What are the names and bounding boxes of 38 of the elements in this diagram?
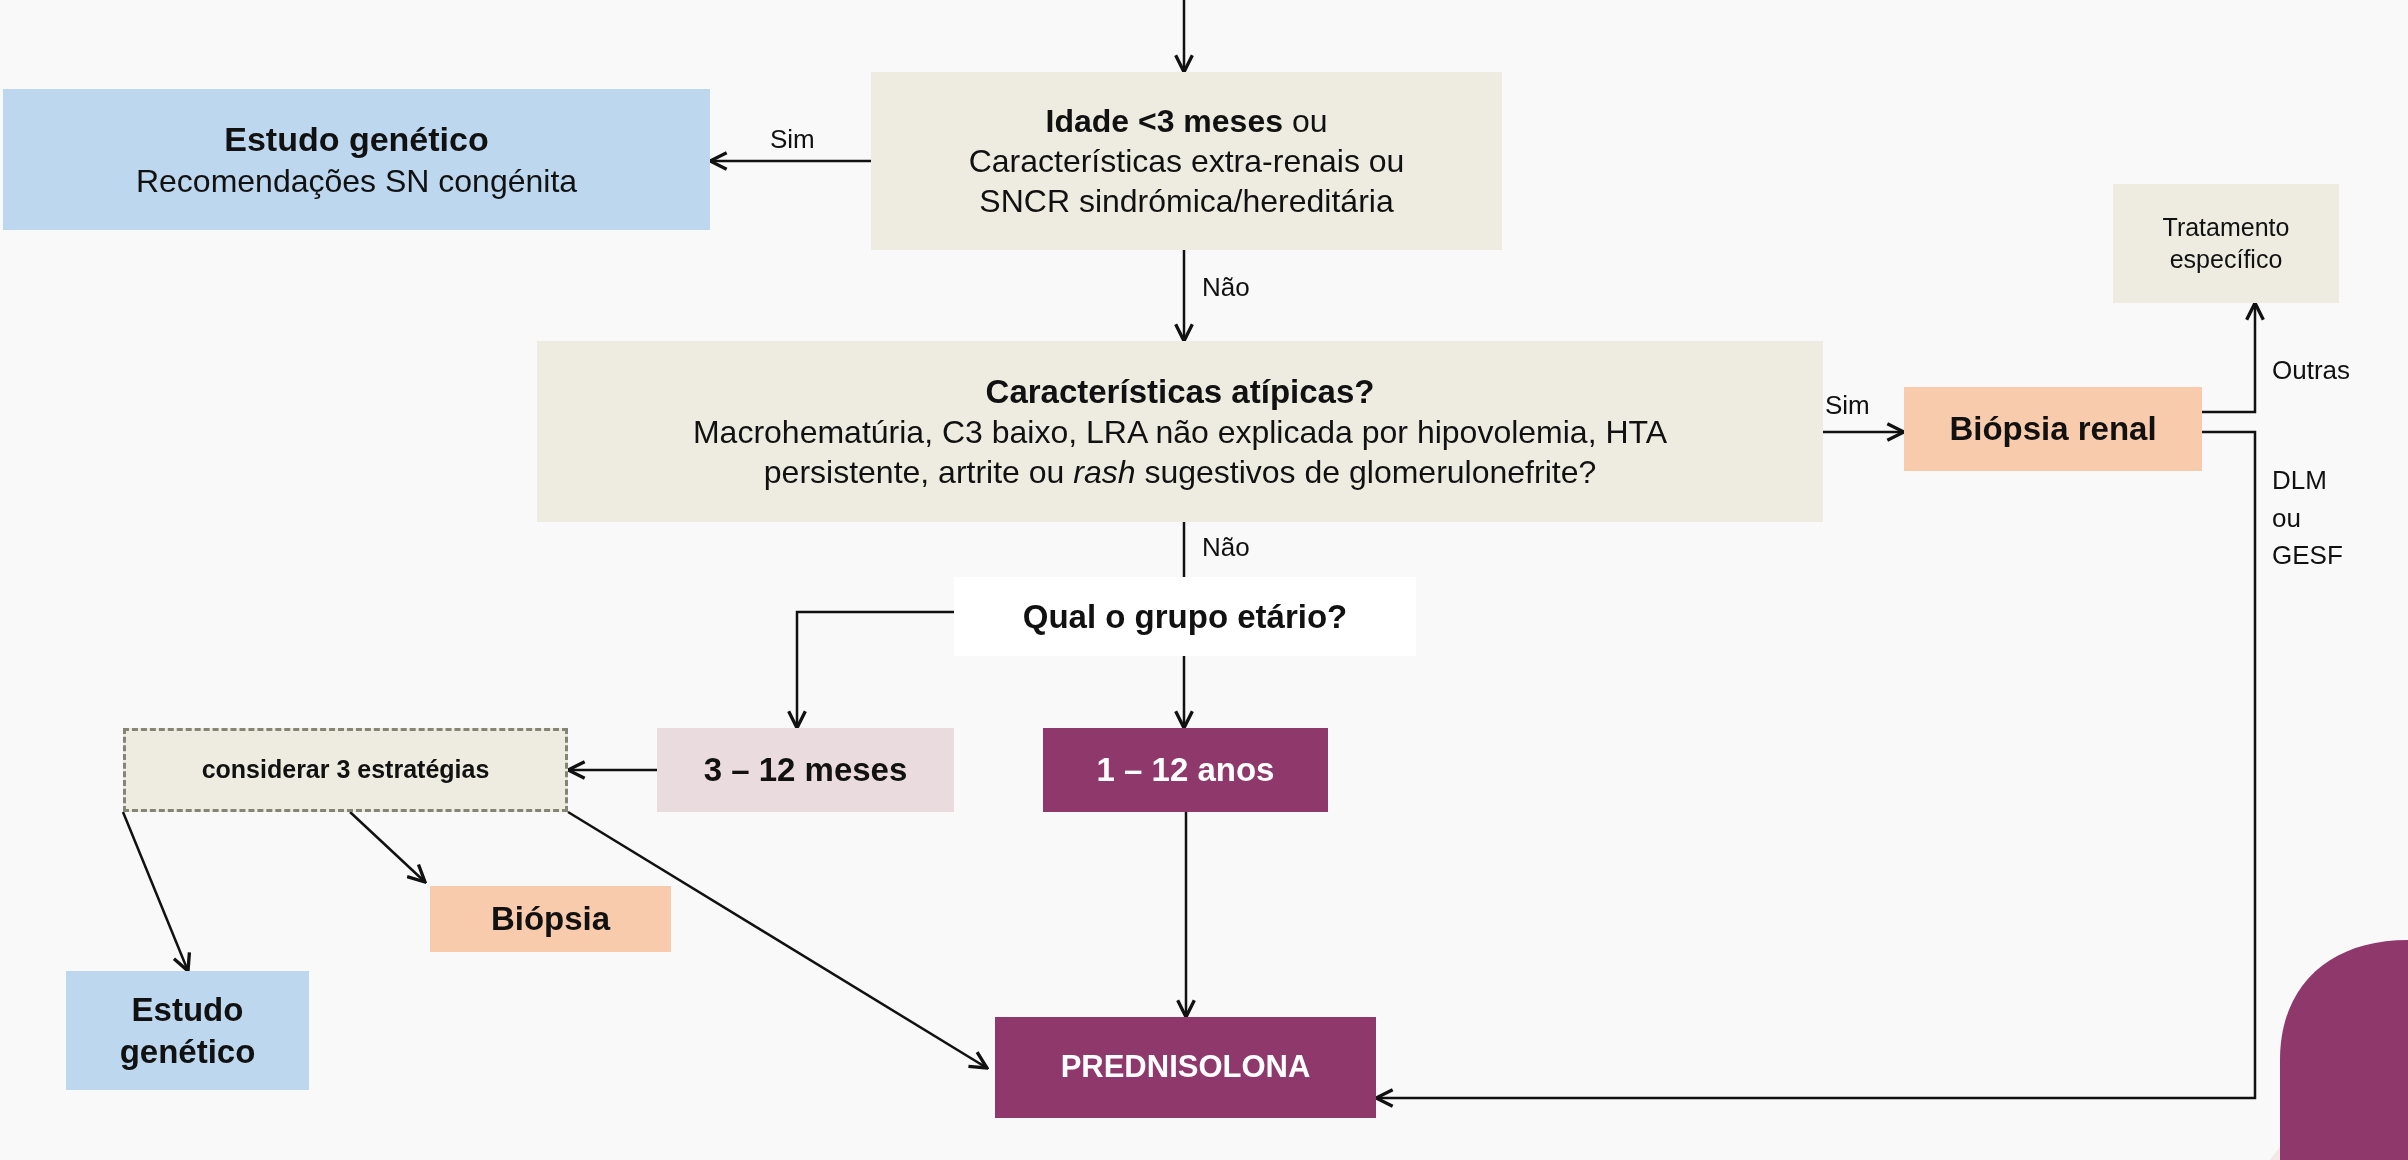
category-box: [1043, 728, 1328, 812]
arrow: [1176, 812, 1196, 1019]
arrow: [787, 610, 954, 730]
box-text: Qual o grupo etário?: [1022, 596, 1348, 637]
box-text: Estudo genético: [118, 990, 257, 1072]
arrow: [2202, 301, 2265, 414]
arrow: [121, 811, 192, 973]
category-box: [657, 728, 954, 812]
box-text: 1 – 12 anos: [1096, 750, 1275, 791]
box-text: Recomendações SN congénita: [135, 161, 578, 201]
result-box: [66, 971, 309, 1090]
box-text: considerar 3 estratégias: [201, 754, 490, 786]
treatment-box: [995, 1017, 1376, 1118]
box-text: Macrohematúria, C3 baixo, LRA não explicada por hipovolemia, HTA persistente, artrite ou rash sugestivos de glomerulonefrite?: [691, 413, 1669, 493]
heading-text: Características atípicas?: [985, 371, 1375, 412]
box-text: Tratamento específico: [2161, 212, 2291, 275]
box-text: Biópsia renal: [1949, 409, 2157, 450]
heading-text: Estudo genético: [224, 119, 489, 161]
box-text: 3 – 12 meses: [703, 750, 908, 791]
arrow: [349, 811, 427, 884]
arrow: [566, 760, 657, 780]
process-box: [123, 728, 568, 812]
process-box: [430, 886, 671, 952]
decision-box: [954, 577, 1416, 656]
decision-box: [537, 341, 1823, 522]
arrow: [1174, 656, 1194, 730]
arrow: [567, 810, 989, 1070]
process-box: [1904, 387, 2202, 471]
arrow: [1174, 0, 1194, 74]
arrow: [1174, 250, 1194, 343]
box-text: Idade <3 meses ou Características extra-renais ou SNCR sindrómica/hereditária: [967, 102, 1406, 221]
result-box: [2113, 184, 2339, 303]
box-text: Biópsia: [490, 899, 611, 940]
decision-box: [871, 72, 1502, 250]
connector-line: [1182, 522, 1186, 577]
box-text: PREDNISOLONA: [1060, 1048, 1311, 1087]
arrow: [1823, 422, 1906, 442]
result-box: [3, 89, 710, 230]
